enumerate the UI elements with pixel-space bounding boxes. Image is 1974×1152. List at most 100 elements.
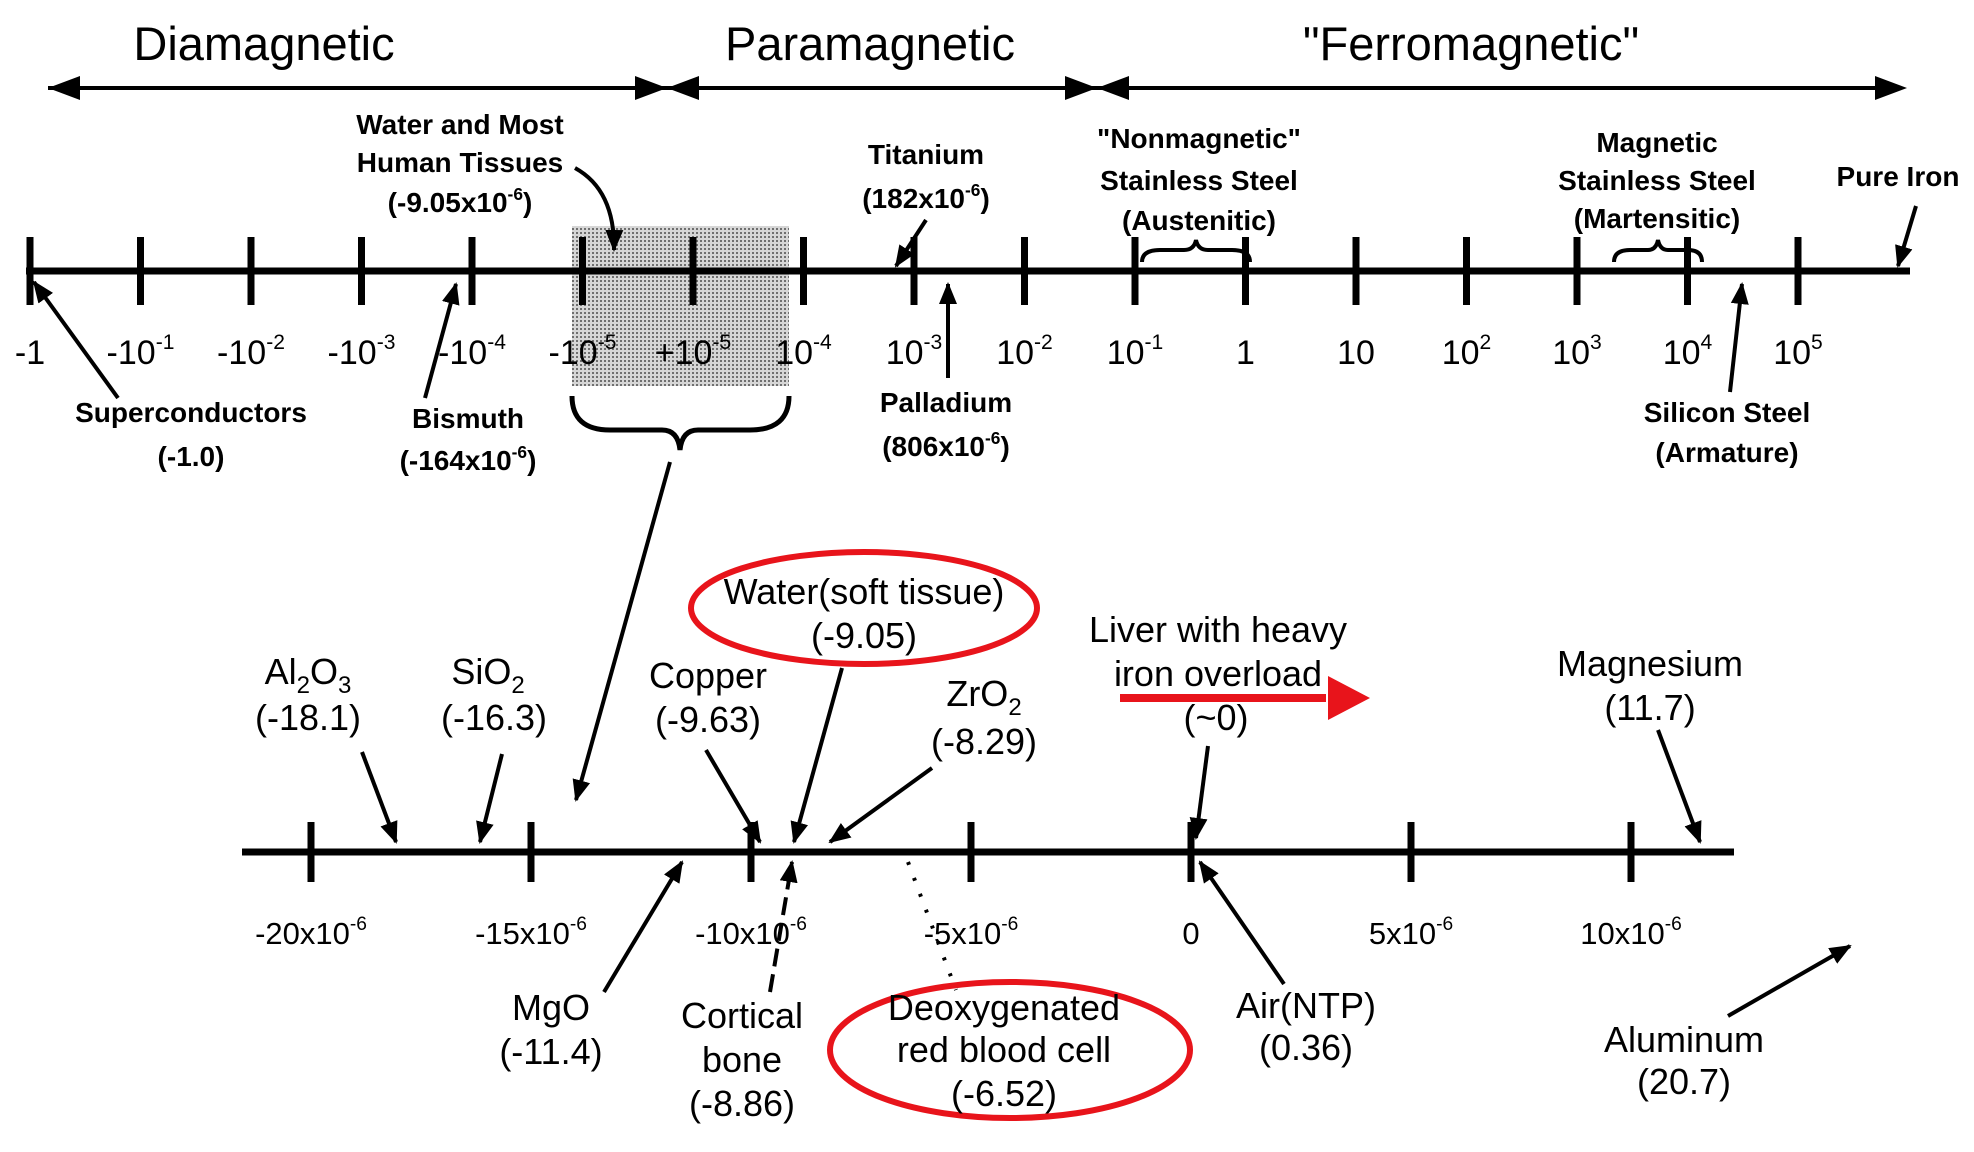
zro2-value: (-8.29): [931, 721, 1037, 762]
aluminum-label: Aluminum: [1604, 1019, 1764, 1060]
ferromagnetic-arrow-right: [1875, 76, 1907, 100]
bottom-ticks: [307, 822, 1635, 882]
copper-value: (-9.63): [655, 699, 761, 740]
top-tick-label: -10-5: [549, 331, 617, 372]
paramagnetic-label: Paramagnetic: [725, 17, 1015, 70]
palladium-value: (806x10-6): [882, 428, 1010, 462]
liver-line2: iron overload: [1114, 653, 1322, 694]
axis-break-symbol: ~: [656, 256, 674, 289]
water-tissues-value: (-9.05x10-6): [388, 184, 533, 218]
zro2-pointer: [828, 766, 934, 844]
air-pointer: [1198, 860, 1286, 986]
nonmagnetic-steel-line3: (Austenitic): [1122, 205, 1276, 236]
top-tick-label: 10-4: [775, 331, 832, 372]
liver-pointer: [1189, 745, 1210, 840]
mgo-value: (-11.4): [499, 1031, 602, 1072]
zoom-connector: [569, 395, 792, 802]
liver-line1: Liver with heavy: [1089, 609, 1347, 650]
pure-iron-label: Pure Iron: [1837, 161, 1960, 192]
titanium-value: (182x10-6): [862, 180, 990, 214]
bismuth-value: (-164x10-6): [400, 442, 537, 476]
ferromagnetic-label: "Ferromagnetic": [1303, 17, 1639, 70]
silicon-steel-pointer: [1728, 282, 1749, 393]
rbc-value: (-6.52): [951, 1073, 1057, 1114]
bottom-tick-label: 10x10-6: [1580, 914, 1682, 951]
mgo-pointer: [602, 860, 684, 994]
superconductors-pointer: [32, 280, 120, 400]
zoom-arrow: [572, 461, 672, 802]
water-tissues-line1: Water and Most: [356, 109, 563, 140]
pure-iron-pointer: [1895, 205, 1918, 268]
dia-para-boundary-arrows: [635, 76, 699, 100]
zoom-brace: [569, 395, 792, 451]
sio2-value: (-16.3): [441, 697, 547, 738]
copper-pointer: [704, 748, 762, 844]
al2o3-value: (-18.1): [255, 697, 361, 738]
top-tick-label: -10-3: [328, 331, 396, 372]
top-tick-label: 105: [1773, 331, 1823, 372]
cortical-line1: Cortical: [681, 995, 803, 1036]
top-scale: ~ -1 -10-1 -10-2 -10-3 -10-4 -10-5 +10-5 10-4 10…: [15, 109, 1960, 476]
shaded-near-zero-region: [572, 226, 789, 386]
magnesium-pointer: [1656, 729, 1702, 844]
diamagnetic-label: Diamagnetic: [133, 17, 394, 70]
cortical-pointer: [768, 860, 798, 993]
magnetic-steel-line2: Stainless Steel: [1558, 165, 1756, 196]
bottom-tick-label: -10x10-6: [695, 914, 807, 951]
water-tissues-line2: Human Tissues: [357, 147, 563, 178]
superconductors-value: (-1.0): [158, 441, 225, 472]
rbc-line1: Deoxygenated: [888, 987, 1120, 1028]
air-value: (0.36): [1259, 1027, 1353, 1068]
top-tick-label: -10-4: [438, 331, 506, 372]
silicon-steel-line1: Silicon Steel: [1644, 397, 1811, 428]
water-highlight-ellipse: [688, 549, 1040, 667]
mgo-label: MgO: [512, 987, 590, 1028]
magnetic-steel-brace: [1612, 239, 1704, 263]
top-tick-label: 10: [1337, 334, 1375, 372]
para-ferro-boundary-arrows: [1065, 76, 1129, 100]
copper-label: Copper: [649, 655, 767, 696]
top-tick-label: 1: [1236, 334, 1255, 372]
water-pointer: [790, 667, 844, 844]
top-tick-label: 10-1: [1107, 331, 1164, 372]
aluminum-value: (20.7): [1637, 1061, 1731, 1102]
top-tick-label: 102: [1442, 331, 1492, 372]
bottom-tick-label: -5x10-6: [924, 914, 1019, 951]
air-label: Air(NTP): [1236, 985, 1376, 1026]
bottom-tick-label: -15x10-6: [475, 914, 587, 951]
palladium-line1: Palladium: [880, 387, 1012, 418]
bottom-tick-label: 0: [1182, 916, 1199, 951]
water-label: Water(soft tissue): [724, 571, 1005, 612]
sio2-pointer: [476, 753, 504, 844]
rbc-highlight-ellipse: [827, 979, 1193, 1121]
zro2-formula: ZrO2: [946, 673, 1021, 721]
top-tick-label: -10-2: [217, 331, 285, 372]
magnesium-value: (11.7): [1604, 687, 1695, 728]
top-tick-label: 10-3: [886, 331, 943, 372]
bismuth-pointer: [423, 282, 460, 399]
rbc-line2: red blood cell: [897, 1029, 1111, 1070]
magnetic-steel-line1: Magnetic: [1596, 127, 1717, 158]
cortical-line2: bone: [702, 1039, 782, 1080]
silicon-steel-line2: (Armature): [1655, 437, 1798, 468]
superconductors-line1: Superconductors: [75, 397, 307, 428]
titanium-pointer: [894, 218, 928, 268]
category-headers: Diamagnetic Paramagnetic "Ferromagnetic": [48, 17, 1907, 100]
titanium-line1: Titanium: [868, 139, 984, 170]
bottom-tick-label: -20x10-6: [255, 914, 367, 951]
top-tick-label: +10-5: [655, 331, 731, 372]
diamagnetic-arrow-left: [48, 76, 80, 100]
magnesium-label: Magnesium: [1557, 643, 1743, 684]
cortical-value: (-8.86): [689, 1083, 795, 1124]
nonmagnetic-steel-line2: Stainless Steel: [1100, 165, 1298, 196]
liver-red-arrow-head: [1328, 676, 1370, 720]
nonmagnetic-steel-line1: "Nonmagnetic": [1097, 123, 1301, 154]
top-tick-label: -10-1: [107, 331, 175, 372]
top-tick-label: 104: [1663, 331, 1713, 372]
bismuth-line1: Bismuth: [412, 403, 524, 434]
water-value: (-9.05): [811, 615, 917, 656]
top-tick-labels: -1 -10-1 -10-2 -10-3 -10-4 -10-5 +10-5 10-4 10-3…: [15, 331, 1823, 372]
top-tick-label: -1: [15, 334, 45, 372]
